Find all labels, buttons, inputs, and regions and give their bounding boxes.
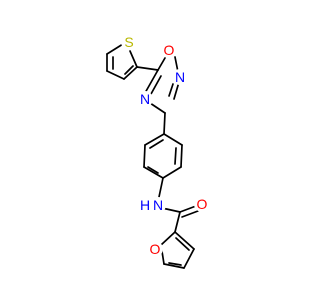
bond xyxy=(173,81,180,100)
atom-sulfur-thiophene: S xyxy=(121,34,137,50)
atom-label: N xyxy=(153,197,163,213)
bond xyxy=(147,166,159,174)
bond xyxy=(149,102,166,114)
bond xyxy=(181,210,199,218)
bond xyxy=(180,144,183,168)
bond xyxy=(143,144,146,168)
atom-oxygen-oxadiazole: O xyxy=(161,42,177,58)
bond xyxy=(106,70,125,80)
bond xyxy=(168,262,182,266)
atom-label: N xyxy=(140,91,150,107)
bond xyxy=(174,211,181,233)
bond xyxy=(158,177,164,198)
bond xyxy=(162,166,182,179)
atom-label: O xyxy=(197,196,208,212)
atom-label: O xyxy=(164,42,175,58)
bond xyxy=(144,133,165,146)
atom-hydrogen-amide: H xyxy=(138,197,152,213)
bond xyxy=(157,57,166,71)
atom-nitrogen-oxadiazole-2: N xyxy=(172,69,188,85)
bond xyxy=(106,43,124,55)
bond xyxy=(174,147,177,165)
bond xyxy=(183,248,195,269)
atom-label: S xyxy=(124,34,133,50)
bond-layer xyxy=(106,43,199,269)
bond xyxy=(174,231,195,250)
bond xyxy=(143,166,164,179)
atom-nitrogen-amide: N xyxy=(150,197,166,213)
bond xyxy=(163,112,166,135)
bond xyxy=(163,133,183,146)
bond xyxy=(129,50,138,68)
molecule-diagram: S O N N N H O O xyxy=(106,34,210,269)
bond xyxy=(168,83,174,97)
bond xyxy=(149,139,164,149)
bond xyxy=(179,205,197,213)
bond xyxy=(175,237,190,251)
bond xyxy=(160,231,176,246)
atom-nitrogen-oxadiazole-4: N xyxy=(137,91,153,107)
bond xyxy=(150,75,162,95)
atom-label: N xyxy=(175,69,185,85)
bond xyxy=(163,263,185,269)
bond xyxy=(123,66,138,80)
atom-label: O xyxy=(150,241,161,257)
bond xyxy=(144,69,159,94)
bond xyxy=(124,65,134,75)
atom-oxygen-furan: O xyxy=(147,241,163,257)
bond xyxy=(136,66,159,71)
atom-label: H xyxy=(140,197,150,213)
atom-layer: S O N N N H O O xyxy=(121,34,210,257)
atom-oxygen-carbonyl: O xyxy=(194,196,210,212)
